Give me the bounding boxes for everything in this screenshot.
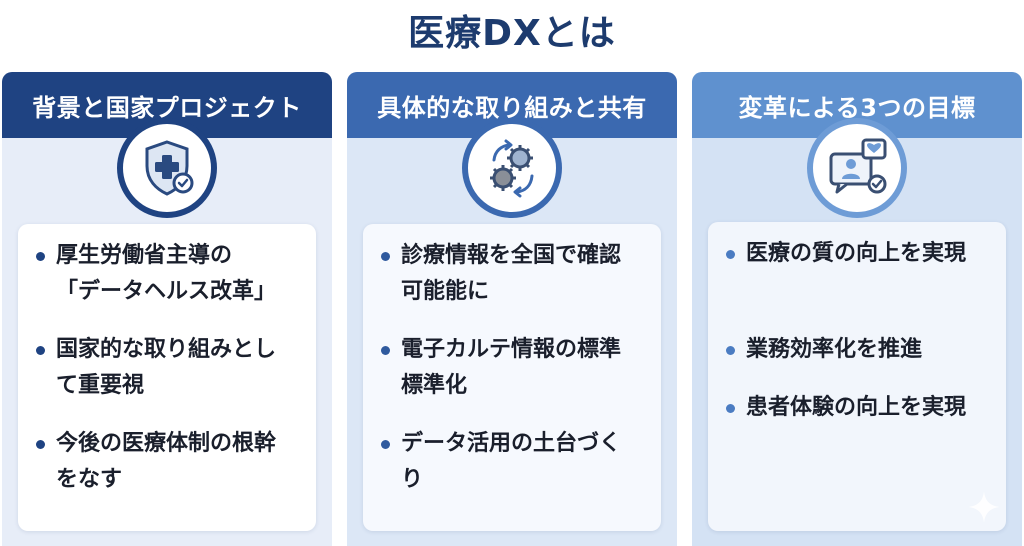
bullet-item: データ活用の土台づくり bbox=[377, 426, 655, 498]
bullet-line: 可能能に bbox=[401, 279, 490, 304]
bullet-line: 国家的な取り組みとし bbox=[56, 337, 277, 362]
bullet-item: 業務効率化を推進 bbox=[722, 332, 1000, 368]
bullet-line: り bbox=[401, 467, 424, 492]
bullet-list: 医療の質の向上を実現 業務効率化を推進 患者体験の向上を実現 bbox=[722, 236, 1000, 426]
column-goals: 変革による3つの目標 医療の質の向上を実現 業務効率化を推進 患者体験の向上を実… bbox=[692, 72, 1022, 546]
patient-chat-icon bbox=[829, 138, 887, 194]
column-initiatives: 具体的な取り組みと共有 診療情報を全国で確認可能能に 電子カルテ情報の標準標準化… bbox=[347, 72, 677, 546]
bullet-item: 医療の質の向上を実現 bbox=[722, 236, 1000, 272]
bullet-list: 診療情報を全国で確認可能能に 電子カルテ情報の標準標準化 データ活用の土台づくり bbox=[377, 238, 655, 498]
column-background: 背景と国家プロジェクト 厚生労働省主導の「データヘルス改革」 国家的な取り組みと… bbox=[2, 72, 332, 546]
bullet-card: 診療情報を全国で確認可能能に 電子カルテ情報の標準標準化 データ活用の土台づくり bbox=[363, 224, 661, 531]
bullet-item: 国家的な取り組みとして重要視 bbox=[32, 332, 310, 404]
bullet-line: をなす bbox=[56, 467, 123, 492]
shield-medical-icon bbox=[145, 140, 194, 196]
gears-sync-icon bbox=[490, 139, 534, 198]
bullet-line: 電子カルテ情報の標準 bbox=[401, 337, 622, 362]
bullet-line: 患者体験の向上を実現 bbox=[746, 395, 967, 420]
bullet-item: 患者体験の向上を実現 bbox=[722, 390, 1000, 426]
bullet-line: 厚生労働省主導の bbox=[56, 243, 233, 268]
bullet-item: 診療情報を全国で確認可能能に bbox=[377, 238, 655, 310]
icon-badge bbox=[117, 118, 217, 218]
bullet-item: 今後の医療体制の根幹をなす bbox=[32, 426, 310, 498]
bullet-card: 医療の質の向上を実現 業務効率化を推進 患者体験の向上を実現 bbox=[708, 222, 1006, 531]
bullet-line: 「データヘルス改革」 bbox=[56, 279, 277, 304]
bullet-item: 厚生労働省主導の「データヘルス改革」 bbox=[32, 238, 310, 310]
bullet-list: 厚生労働省主導の「データヘルス改革」 国家的な取り組みとして重要視 今後の医療体… bbox=[32, 238, 310, 498]
icon-badge bbox=[807, 118, 907, 218]
bullet-line: 業務効率化を推進 bbox=[746, 337, 923, 362]
bullet-card: 厚生労働省主導の「データヘルス改革」 国家的な取り組みとして重要視 今後の医療体… bbox=[18, 224, 316, 531]
bullet-line: 医療の質の向上を実現 bbox=[746, 241, 967, 266]
bullet-line: て重要視 bbox=[56, 373, 145, 398]
bullet-line: 標準化 bbox=[401, 373, 468, 398]
icon-badge bbox=[462, 118, 562, 218]
bullet-line: データ活用の土台づく bbox=[401, 431, 622, 456]
bullet-line: 今後の医療体制の根幹 bbox=[56, 431, 277, 456]
bullet-item: 電子カルテ情報の標準標準化 bbox=[377, 332, 655, 404]
page-title: 医療DXとは bbox=[408, 13, 616, 54]
bullet-line: 診療情報を全国で確認 bbox=[401, 243, 622, 268]
sparkle-icon bbox=[968, 491, 1000, 523]
